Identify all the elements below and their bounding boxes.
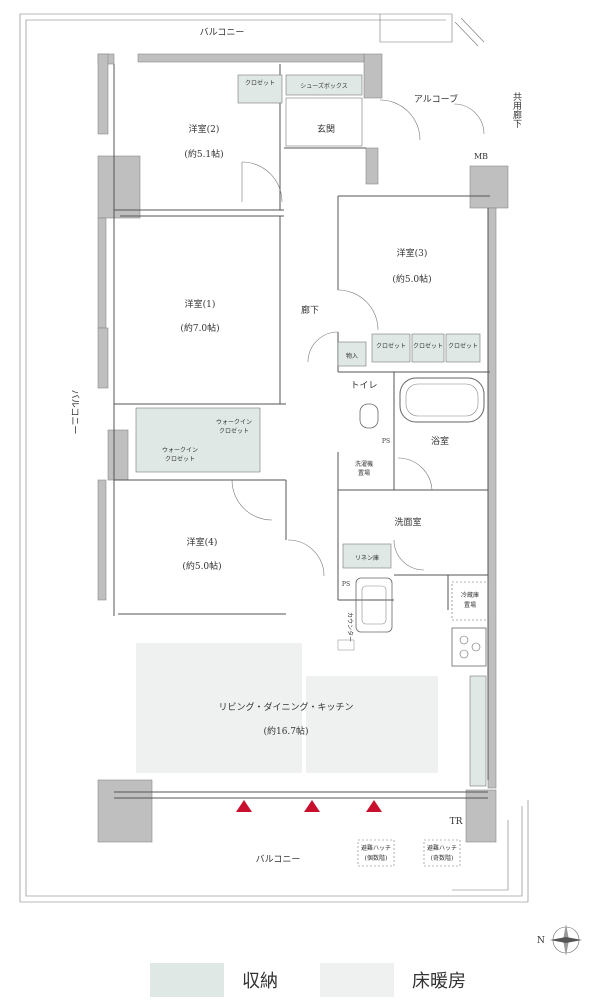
closet-label: クロゼット	[413, 342, 443, 350]
room3-area: (約5.0帖)	[392, 273, 431, 285]
legend-floor-heating-label: 床暖房	[412, 971, 466, 992]
window-marker-icon	[236, 800, 382, 812]
walkin-closet-label: ウォークイン	[162, 446, 198, 454]
legend-floor-heating: 床暖房	[320, 962, 466, 998]
legend-storage-swatch	[150, 963, 224, 997]
shoe-box-label: シューズボックス	[300, 82, 348, 90]
washroom-label: 洗面室	[394, 516, 421, 528]
bathroom-label: 浴室	[431, 435, 449, 447]
hatch-label: 避難ハッチ	[361, 844, 391, 852]
mb-label: MB	[474, 152, 488, 161]
walkin-closet-label: ウォークイン	[216, 418, 252, 426]
hatch-label: (奇数階)	[431, 854, 454, 862]
balcony-bottom-label: バルコニー	[256, 854, 301, 865]
walkin-closet-label: クロゼット	[165, 455, 195, 463]
hatch-label: (個数階)	[365, 854, 388, 862]
closet-label: クロゼット	[448, 342, 478, 350]
ps-label: PS	[342, 581, 350, 588]
floor-heating-zone	[136, 643, 302, 773]
room1-area: (約7.0帖)	[180, 322, 219, 334]
linen-label: リネン庫	[355, 554, 379, 562]
north-label: N	[537, 936, 545, 946]
legend-storage: 収納	[150, 962, 278, 998]
interior-walls	[113, 64, 490, 799]
toilet-label: トイレ	[350, 381, 377, 391]
ldk-name: リビング・ダイニング・キッチン	[218, 701, 353, 713]
storage-label: 物入	[346, 352, 358, 360]
compass-icon: N	[537, 924, 582, 956]
closet-label: クロゼット	[376, 342, 406, 350]
alcove-label: アルコーブ	[414, 93, 458, 105]
entrance-label: 玄関	[317, 123, 335, 135]
balcony-outline	[19, 13, 529, 903]
balcony-left-label: バルコニー	[69, 390, 80, 435]
room-labels: バルコニー バルコニー バルコニー アルコーブ 共用廊下 MB クロゼット シュ…	[69, 27, 522, 865]
room2-area: (約5.1帖)	[184, 148, 223, 160]
washer-label: 洗濯機	[355, 460, 373, 468]
floor-heating-zone	[306, 676, 438, 773]
common-corridor-label: 共用廊下	[511, 92, 522, 129]
fridge-label: 冷蔵庫	[461, 591, 479, 599]
entrance-hall	[285, 97, 363, 147]
legend-floor-heating-swatch	[320, 963, 394, 997]
door-swings	[231, 99, 485, 577]
ldk-area: (約16.7帖)	[263, 725, 308, 737]
room4-name: 洋室(4)	[187, 536, 218, 548]
balcony-top-label: バルコニー	[200, 27, 245, 38]
legend-storage-label: 収納	[242, 971, 278, 992]
room4-area: (約5.0帖)	[182, 560, 221, 572]
walkin-closet-label: クロゼット	[219, 427, 249, 435]
fridge-label: 置場	[464, 601, 476, 609]
closet-label: クロゼット	[245, 79, 275, 87]
washer-label: 置場	[358, 469, 370, 477]
room1-name: 洋室(1)	[185, 298, 216, 310]
corridor-label: 廊下	[301, 304, 319, 316]
room2-name: 洋室(2)	[189, 123, 220, 135]
tr-label: TR	[450, 817, 463, 827]
room3-name: 洋室(3)	[397, 247, 428, 259]
hatch-label: 避難ハッチ	[427, 844, 457, 852]
ps-label: PS	[382, 438, 390, 445]
storage-areas	[135, 74, 487, 787]
floor-plan: N バルコニー バルコニー バルコニー アルコーブ 共用廊下 MB クロゼット …	[19, 13, 582, 956]
fixtures	[337, 377, 489, 867]
counter-label: カウンター	[346, 612, 354, 642]
